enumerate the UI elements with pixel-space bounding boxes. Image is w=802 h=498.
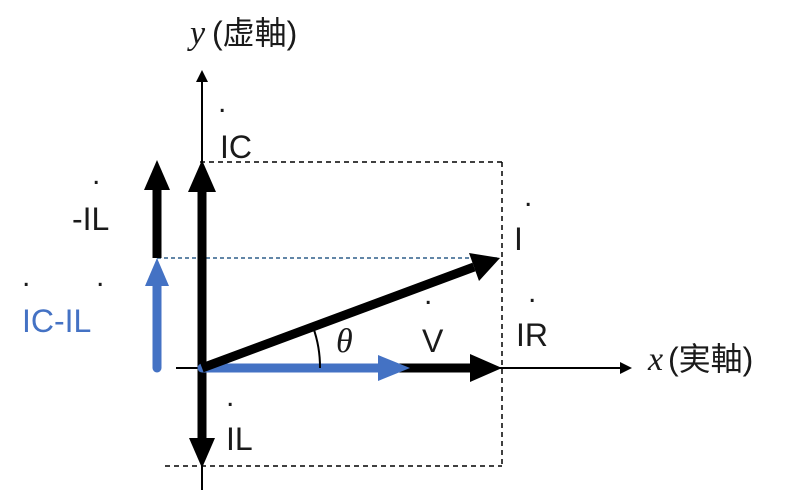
x-axis-label: (実軸) [668, 341, 753, 377]
y-axis-label: (虚軸) [212, 15, 297, 51]
ic-phasor-head [188, 160, 216, 192]
i-phasor-head [469, 253, 500, 281]
ir-dot: . [528, 276, 536, 309]
i-dot: . [524, 180, 532, 213]
v-label: V [422, 323, 444, 359]
ir-label: IR [516, 317, 548, 353]
theta-label: θ [336, 323, 353, 360]
ir-phasor-head [470, 354, 502, 382]
ic-il-phasor-head [145, 258, 169, 286]
x-axis-symbol: x [647, 341, 663, 378]
i-phasor-shaft [200, 262, 476, 373]
ic-il-dot-2: . [96, 260, 104, 293]
neg-il-phasor-head [144, 160, 170, 190]
ic-dot: . [218, 86, 226, 119]
i-label: I [514, 221, 523, 257]
ic-il-label: IC-IL [22, 303, 91, 339]
ic-label: IC [220, 129, 252, 165]
y-axis-symbol: y [187, 15, 206, 52]
il-phasor-head [189, 438, 215, 468]
ic-il-dot-1: . [22, 260, 30, 293]
neg-il-label: -IL [72, 201, 109, 237]
neg-il-dot: . [92, 158, 100, 191]
theta-arc [312, 326, 322, 369]
il-label: IL [226, 421, 253, 457]
il-dot: . [226, 380, 234, 413]
v-dot: . [424, 278, 432, 311]
v-phasor-head [378, 355, 410, 381]
